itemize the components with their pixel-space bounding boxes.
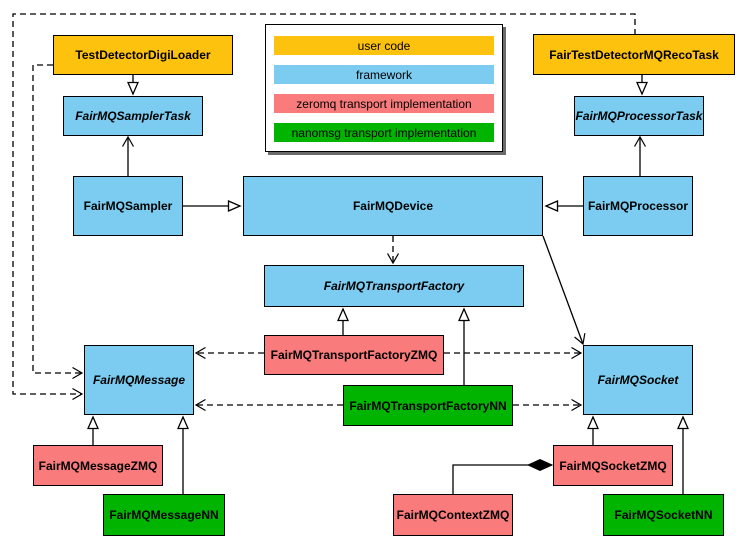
- edge-device-uses-socket: [542, 235, 586, 346]
- legend-item-zeromq: zeromq transport implementation: [274, 94, 494, 113]
- class-box-fairmqmessagezmq: FairMQMessageZMQ: [33, 445, 163, 486]
- class-box-fairmqdevice: FairMQDevice: [243, 176, 543, 236]
- class-box-fairmqtransportfactoryzmq: FairMQTransportFactoryZMQ: [264, 335, 444, 375]
- legend-item-framework: framework: [274, 65, 494, 84]
- edge-recotask-depends-message: [12, 13, 636, 401]
- legend-item-user-code: user code: [274, 36, 494, 55]
- class-box-fairmqsamplertask: FairMQSamplerTask: [63, 96, 203, 136]
- class-box-fairmqsampler: FairMQSampler: [73, 176, 183, 236]
- class-box-fairmqsocketzmq: FairMQSocketZMQ: [553, 445, 673, 486]
- class-box-fairmqprocessortask: FairMQProcessorTask: [574, 96, 704, 136]
- class-box-fairmqprocessor: FairMQProcessor: [583, 176, 693, 236]
- edge-digiloader-depends-message: [32, 64, 84, 380]
- legend-box: user code framework zeromq transport imp…: [265, 24, 503, 152]
- class-box-fairtestdetectormqrecotask: FairTestDetectorMQRecoTask: [533, 34, 735, 75]
- class-box-testdetectordigiloader: TestDetectorDigiLoader: [53, 35, 233, 75]
- class-box-fairmqmessage: FairMQMessage: [84, 345, 194, 415]
- class-box-fairmqtransportfactorynn: FairMQTransportFactoryNN: [343, 385, 513, 426]
- edge-socketzmq-owns-contextzmq: [452, 465, 552, 494]
- legend-item-nanomsg: nanomsg transport implementation: [274, 123, 494, 142]
- class-box-fairmqsocket: FairMQSocket: [583, 345, 693, 415]
- class-box-fairmqcontextzmq: FairMQContextZMQ: [393, 494, 513, 536]
- class-box-fairmqmessagenn: FairMQMessageNN: [103, 494, 225, 536]
- class-box-fairmqtransportfactory: FairMQTransportFactory: [264, 265, 524, 307]
- class-box-fairmqsocketnn: FairMQSocketNN: [603, 494, 724, 536]
